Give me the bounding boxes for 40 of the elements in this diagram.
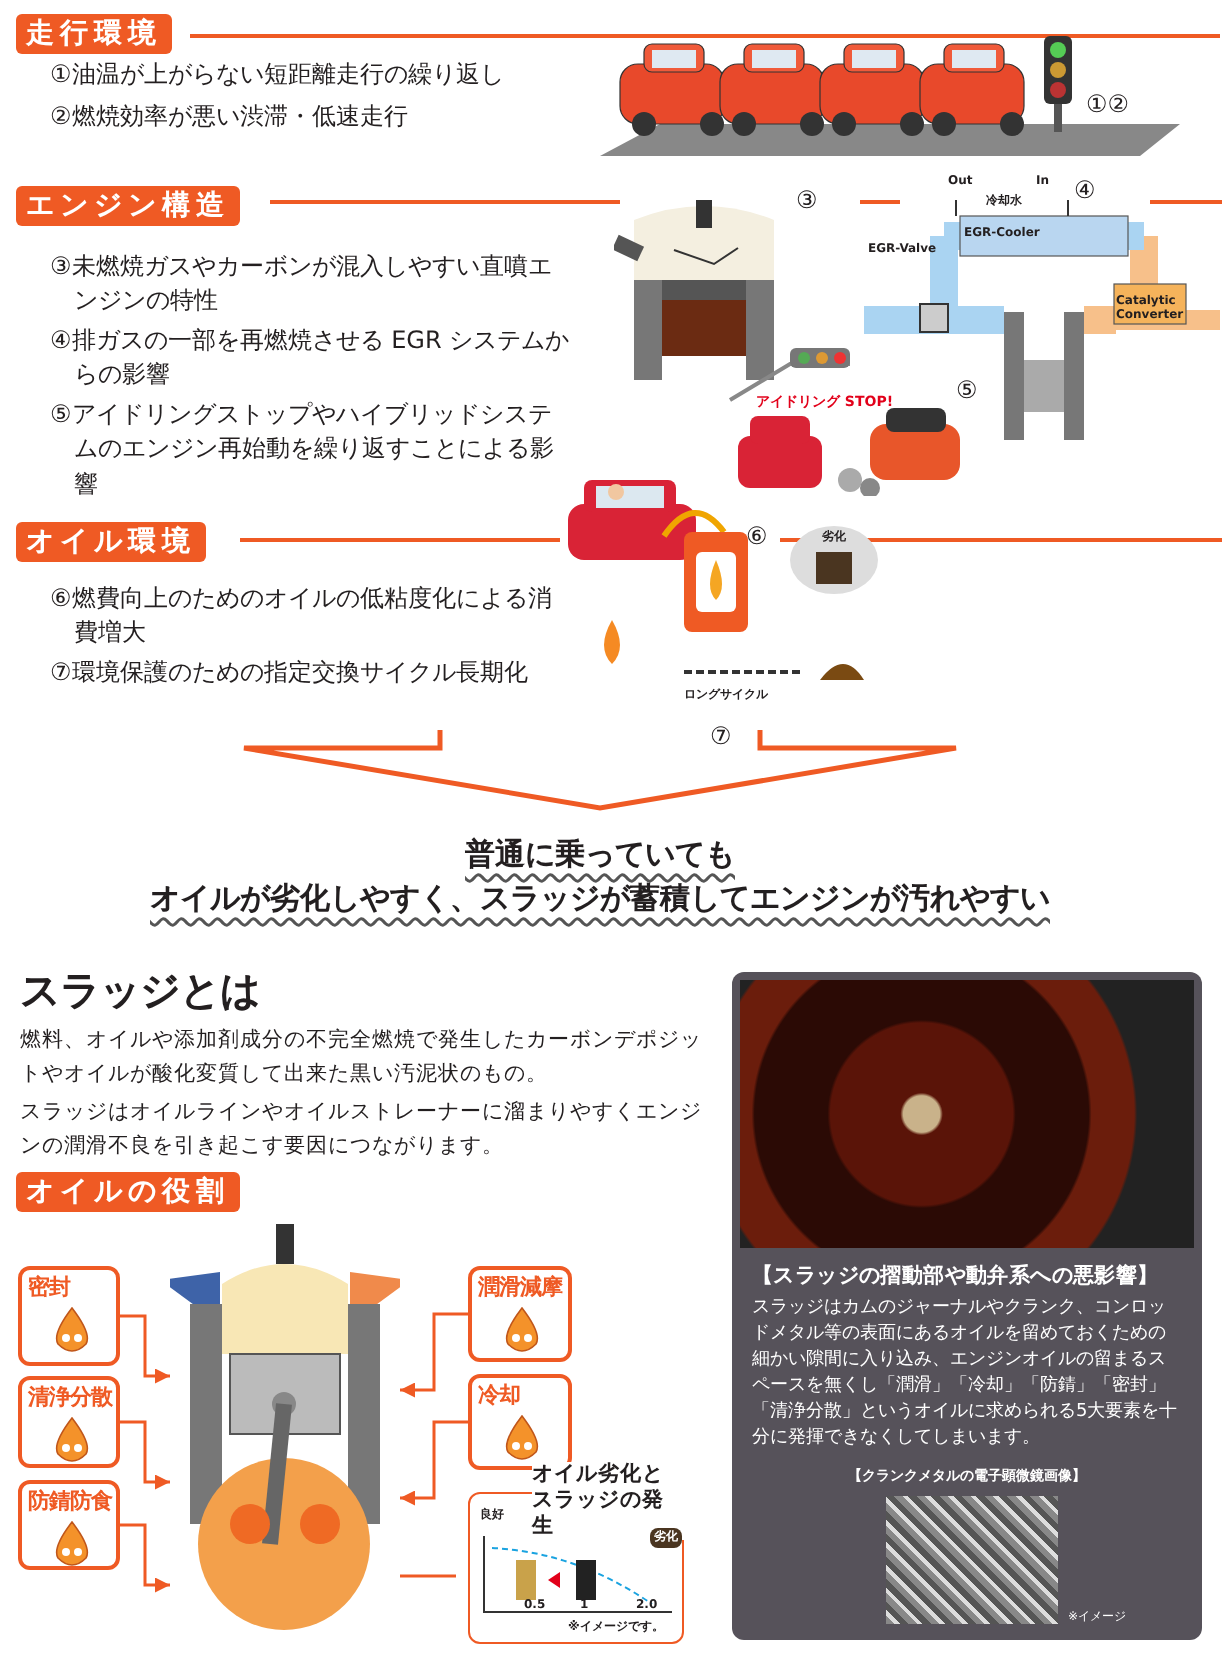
callout-number: ⑤	[956, 376, 978, 408]
paragraph: スラッジはオイルラインやオイルストレーナーに溜まりやすくエンジンの潤滑不良を引き起こす要因につながります。	[20, 1098, 704, 1162]
role-box	[18, 1266, 120, 1366]
box-title: 密封	[28, 1272, 70, 1302]
conclusion-text: 普通に乗っていても	[463, 836, 737, 875]
section-heading: オイル環境	[16, 522, 206, 563]
conclusion-text: オイルが劣化しやすく、スラッジが蓄積してエンジンが汚れやすい	[148, 880, 1052, 919]
leader-arrow	[120, 1523, 170, 1593]
box-title: 清浄分散	[28, 1382, 112, 1412]
info-card	[732, 972, 1202, 1640]
list-item: ③未燃焼ガスやカーボンが混入しやすい直噴エンジンの特性	[50, 250, 554, 319]
section-heading: 走行環境	[16, 14, 172, 55]
section-heading: エンジン構造	[16, 186, 240, 227]
box-title: 防錆防食	[28, 1486, 112, 1516]
list-item: ②燃焼効率が悪い渋滞・低速走行	[50, 102, 410, 134]
callout-number: ①②	[1086, 90, 1130, 122]
leader-arrow	[120, 1314, 170, 1384]
list-item: ⑤アイドリングストップやハイブリッドシステムのエンジン再始動を繰り返すことによる影響	[50, 398, 556, 502]
callout-number: ④	[1074, 176, 1096, 208]
paragraph: 燃料、オイルや添加剤成分の不完全燃焼で発生したカーボンデポジットやオイルが酸化変質して出来た黒い汚泥状のもの。	[20, 1026, 704, 1090]
card-text: スラッジはカムのジャーナルやクランク、コンロッドメタル等の表面にあるオイルを留めておくための細かい隙間に入り込み、エンジンオイルの留まるスペースを無くし「潤滑」「冷却」「防錆」「密封」「清浄分散」というオイルに求められる5大要素を十分に発揮できなくしてしまいます。	[752, 1296, 1180, 1453]
leader-arrow	[120, 1420, 170, 1490]
connector-line	[400, 1574, 456, 1578]
section-heading: オイルの役割	[16, 1172, 240, 1213]
list-item: ④排ガスの一部を再燃焼させる EGR システムからの影響	[50, 324, 572, 393]
box-title: 冷却	[478, 1380, 520, 1410]
role-box	[18, 1480, 120, 1570]
list-item: ⑦環境保護のための指定交換サイクル長期化	[50, 658, 530, 690]
heading: スラッジとは	[20, 964, 260, 1016]
box-title: 潤滑減摩	[478, 1272, 562, 1302]
callout-number: ⑦	[710, 722, 732, 754]
list-item: ⑥燃費向上のためのオイルの低粘度化による消費増大	[50, 582, 554, 651]
card-heading: 【スラッジの摺動部や動弁系への悪影響】	[752, 1262, 1161, 1290]
list-item: ①油温が上がらない短距離走行の繰り返し	[50, 60, 506, 92]
callout-number: ⑥	[746, 522, 768, 554]
callout-number: ③	[796, 186, 818, 218]
leader-arrow	[400, 1420, 468, 1506]
role-box	[468, 1266, 572, 1362]
leader-arrow	[400, 1312, 468, 1398]
role-box	[18, 1376, 120, 1468]
